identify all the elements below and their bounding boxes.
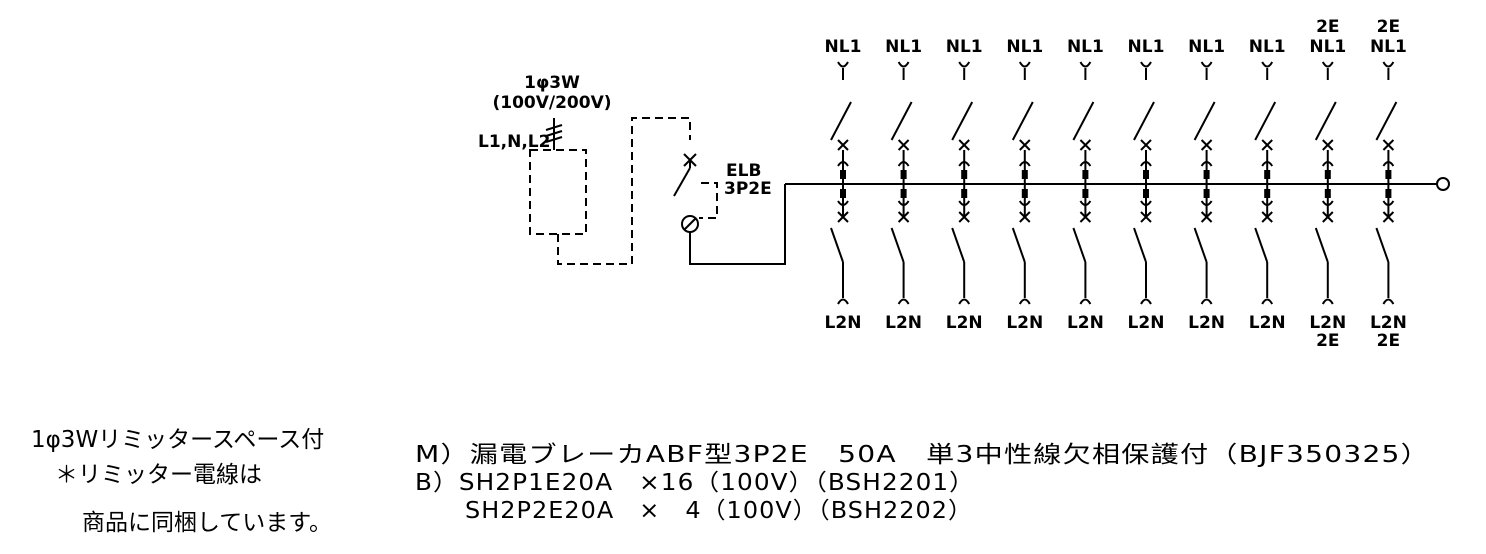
branch-bottom-label: L2N <box>1067 313 1104 333</box>
spec-branch-2e: SH2P2E20A × 4（100V）（BSH2202） <box>465 498 973 524</box>
main-breaker-label-1: ELB <box>726 161 761 181</box>
note-line-1: 1φ3Wリミッタースペース付 <box>31 427 324 453</box>
branch-top-label-2: 2E <box>1316 17 1339 37</box>
contact-block <box>1324 189 1331 198</box>
contact-block <box>1385 170 1392 179</box>
branch-bottom-label: L2N <box>946 313 983 333</box>
branch-bottom-label: L2N <box>1128 313 1165 333</box>
branch-top-label: NL1 <box>946 37 983 57</box>
contact-block <box>1264 170 1271 179</box>
main-breaker-symbol <box>673 153 786 265</box>
bus-terminal <box>1436 177 1450 191</box>
branch-bottom-label: L2N <box>1249 313 1286 333</box>
supply-lines-label: L1,N,L2 <box>478 132 550 152</box>
limiter-space-box <box>529 149 587 235</box>
branch-bottom-label: L2N <box>825 313 862 333</box>
branch-top-label: NL1 <box>1067 37 1104 57</box>
limiter-wire <box>557 117 691 265</box>
branch-bottom-label: L2N <box>1188 313 1225 333</box>
note-line-2: ＊リミッター電線は <box>55 462 262 488</box>
contact-block <box>1385 189 1392 198</box>
branch-bottom-label: L2N <box>1006 313 1043 333</box>
branch-bottom-label-2: 2E <box>1377 331 1400 351</box>
branch-bottom-label-2: 2E <box>1316 331 1339 351</box>
supply-phase-label: 1φ3W <box>524 73 580 93</box>
note-line-3: 商品に同梱しています。 <box>82 510 332 536</box>
branch-top-label: NL1 <box>1249 37 1286 57</box>
branch-top-label: NL1 <box>885 37 922 57</box>
branch-top-label: NL1 <box>1370 37 1407 57</box>
branch-bottom-label: L2N <box>1370 313 1407 333</box>
contact-block <box>1021 170 1028 179</box>
branch-top-label: NL1 <box>825 37 862 57</box>
contact-block <box>1203 170 1210 179</box>
contact-block <box>1203 189 1210 198</box>
spec-branch-1e: B）SH2P1E20A ×16（100V）（BSH2201） <box>415 470 975 496</box>
branch-top-label: NL1 <box>1128 37 1165 57</box>
branch-top-label: NL1 <box>1309 37 1346 57</box>
contact-block <box>961 170 968 179</box>
branch-bottom-label: L2N <box>885 313 922 333</box>
contact-block <box>900 189 907 198</box>
contact-block <box>1021 189 1028 198</box>
supply-voltage-label: (100V/200V) <box>492 93 611 113</box>
contact-block <box>1264 189 1271 198</box>
contact-block <box>961 189 968 198</box>
contact-block <box>900 170 907 179</box>
contact-block <box>1143 170 1149 179</box>
branch-top-label-2: 2E <box>1377 17 1400 37</box>
contact-block <box>1082 170 1089 179</box>
contact-block <box>1143 189 1149 198</box>
contact-block <box>1324 170 1331 179</box>
branch-top-label: NL1 <box>1188 37 1225 57</box>
contact-block <box>1082 189 1089 198</box>
contact-block <box>840 170 846 179</box>
contact-block <box>840 189 846 198</box>
branch-circuits: NL1L2NNL1L2NNL1L2NNL1L2NNL1L2NNL1L2NNL1L… <box>825 17 1407 351</box>
main-breaker-label-2: 3P2E <box>724 179 772 199</box>
spec-main-breaker: M）漏電ブレーカABF型3P2E 50A 単3中性線欠相保護付（BJF35032… <box>415 442 1430 468</box>
branch-bottom-label: L2N <box>1309 313 1346 333</box>
branch-top-label: NL1 <box>1006 37 1043 57</box>
incoming-cable <box>545 118 563 150</box>
